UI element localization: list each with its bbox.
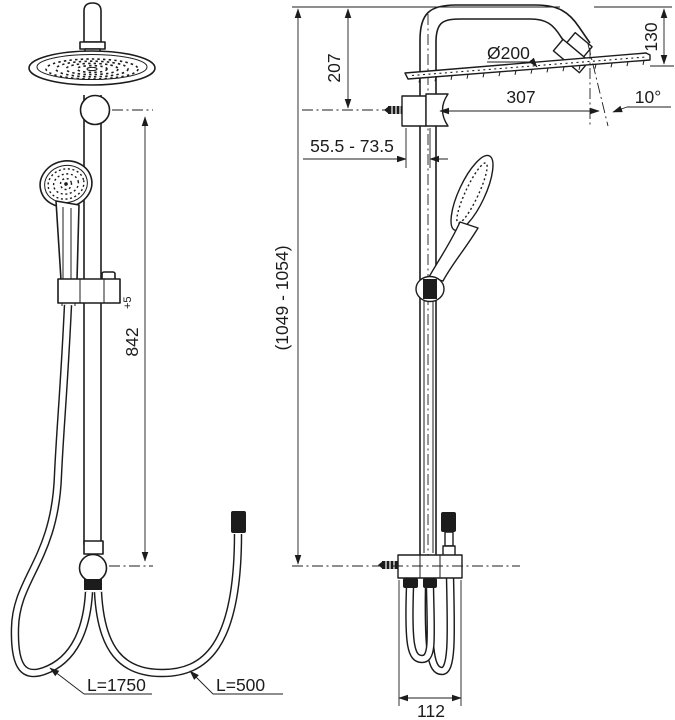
outlet-spacing-label: 112	[417, 701, 445, 720]
dim-drop-to-bracket: 207	[324, 8, 352, 109]
drop-to-bracket-label: 207	[324, 53, 344, 82]
hand-shower	[39, 160, 93, 208]
dim-head-diameter: Ø200	[487, 43, 538, 68]
wall-distance-label: 55.5 - 73.5	[310, 136, 394, 156]
head-diameter-label: Ø200	[487, 43, 530, 63]
dim-head-tilt: 10°	[612, 87, 671, 113]
overall-height-label: (1049 - 1054)	[272, 245, 292, 350]
dim-overall-height: (1049 - 1054)	[272, 8, 302, 565]
upper-wall-bracket	[384, 93, 449, 127]
long-hose-label: L=1750	[87, 675, 146, 695]
dim-arm-reach: 307	[439, 87, 600, 115]
rail-length-tolerance-label: +5	[122, 296, 134, 309]
side-view: (1049 - 1054) 207 130 Ø200 307	[272, 4, 674, 720]
nozzle-ticks	[418, 60, 645, 83]
hand-shower-side	[415, 154, 494, 553]
long-hose	[10, 304, 94, 678]
head-drop-label: 130	[641, 22, 661, 51]
upper-wall-knob	[79, 94, 111, 126]
slider-bracket	[57, 271, 121, 304]
dim-rail-length: 842 +5	[122, 116, 149, 562]
bottom-ball-joint	[78, 540, 108, 590]
label-short-hose: L=500	[189, 670, 283, 695]
dim-wall-distance: 55.5 - 73.5	[303, 128, 448, 168]
side-riser-pipe	[419, 4, 591, 556]
head-tilt-label: 10°	[635, 87, 661, 107]
dim-head-drop: 130	[641, 8, 668, 65]
bottom-wall-bracket	[378, 554, 463, 588]
dim-outlet-spacing: 112	[398, 580, 462, 720]
diverter-knob	[441, 512, 456, 557]
overhead-shower-head	[28, 50, 156, 86]
front-view: 842 +5 L=1750 L=500	[10, 2, 283, 695]
short-hose-label: L=500	[216, 675, 265, 695]
side-hoses	[405, 575, 456, 676]
arm-reach-label: 307	[506, 87, 535, 107]
riser-rail	[79, 2, 106, 545]
short-hose	[93, 511, 246, 678]
hose-end-connector	[231, 511, 246, 533]
label-long-hose: L=1750	[49, 667, 152, 695]
head-axis-line	[587, 43, 609, 127]
rail-length-label: 842	[122, 327, 142, 356]
screw-tip	[384, 106, 389, 114]
